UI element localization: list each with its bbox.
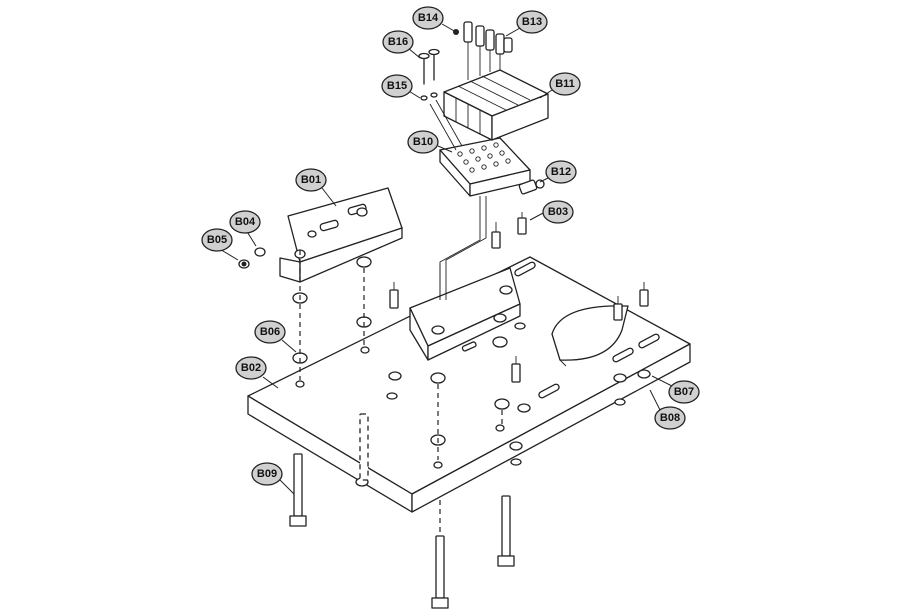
callout-label-b12: B12	[551, 166, 571, 178]
callout-label-b15: B15	[387, 80, 407, 92]
callout-b06: B06	[254, 320, 286, 344]
standoffs	[389, 212, 649, 383]
callout-label-b06: B06	[260, 326, 280, 338]
air-fitting	[518, 179, 545, 195]
long-bolts	[289, 413, 515, 609]
callout-b14: B14	[412, 6, 444, 30]
callout-label-b10: B10	[413, 136, 433, 148]
left-bracket	[279, 187, 403, 283]
callout-label-b08: B08	[660, 412, 680, 424]
solenoid-valve-stack	[443, 21, 549, 141]
callout-label-b03: B03	[548, 206, 568, 218]
plate-slot-cutout	[551, 305, 629, 367]
callout-b15: B15	[381, 74, 413, 98]
air-tubes	[429, 99, 487, 300]
callout-b08: B08	[654, 406, 686, 430]
callout-b02: B02	[235, 356, 267, 380]
manifold-screws	[418, 29, 459, 101]
callout-label-b13: B13	[522, 16, 542, 28]
callout-label-b01: B01	[301, 174, 321, 186]
callout-b16: B16	[382, 30, 414, 54]
leader-lines	[217, 23, 673, 495]
callout-b04: B04	[229, 210, 261, 234]
callout-label-b14: B14	[418, 12, 439, 24]
callout-label-b05: B05	[207, 234, 227, 246]
callout-b12: B12	[545, 160, 577, 184]
callout-label-b09: B09	[257, 468, 277, 480]
callout-b11: B11	[549, 72, 581, 96]
callout-label-b07: B07	[674, 386, 694, 398]
plate-slots	[514, 261, 660, 399]
callout-label-b16: B16	[388, 36, 408, 48]
valve-manifold	[439, 137, 531, 197]
callout-b05: B05	[201, 228, 233, 252]
plate-holes	[295, 346, 627, 469]
callout-b01: B01	[295, 168, 327, 192]
center-bracket	[409, 264, 521, 361]
callout-label-b02: B02	[241, 362, 261, 374]
callout-b07: B07	[668, 380, 700, 404]
callout-b10: B10	[407, 130, 439, 154]
callout-b13: B13	[516, 10, 548, 34]
callout-label-b04: B04	[235, 216, 256, 228]
callout-label-b11: B11	[555, 78, 575, 90]
callout-b03: B03	[542, 200, 574, 224]
callout-b09: B09	[251, 462, 283, 486]
